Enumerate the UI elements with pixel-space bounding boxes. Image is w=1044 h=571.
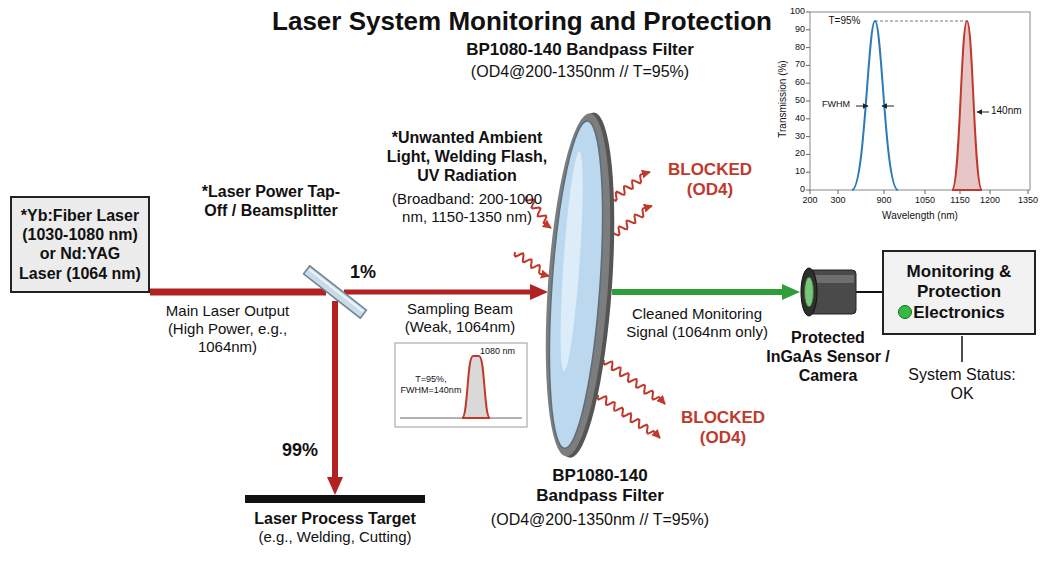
tick-mark (806, 29, 810, 30)
node-heading: Laser Process Target (245, 509, 425, 528)
tick-mark (884, 190, 885, 194)
main-beam (150, 289, 326, 296)
tick-mark (806, 118, 810, 119)
tick-mark (806, 83, 810, 84)
process-beam (332, 301, 338, 477)
status-led (898, 305, 912, 319)
tick-label: 40 (778, 113, 805, 124)
tick-label: 100 (778, 6, 805, 17)
ambient-band: (Broadband: 200-1000 nm, 1150-1350 nm) (382, 190, 552, 226)
radiation-wave (515, 252, 549, 276)
node-heading: Monitoring & Protection Electronics (892, 262, 1026, 323)
filter-name: BP1080-140 Bandpass Filter (515, 466, 685, 507)
tick-mark (806, 136, 810, 137)
tick-mark (960, 190, 961, 194)
tick-label: 20 (778, 148, 805, 159)
tick-mark (925, 190, 926, 194)
inset-note: T=95%, FWHM=140nm (398, 374, 464, 396)
chart-note: 140nm (991, 105, 1031, 117)
tick-mark (806, 65, 810, 66)
split-ratio: 1% (350, 262, 390, 284)
node-heading: *Yb:Fiber Laser (1030-1080 nm) or Nd:YAG… (18, 206, 142, 283)
tick-mark (1028, 190, 1029, 194)
diagram-title: Laser System Monitoring and Protection (0, 6, 1044, 37)
tick-mark (806, 190, 810, 191)
tick-label: 70 (778, 59, 805, 70)
node-subtext: (e.g., Welding, Cutting) (245, 528, 425, 546)
process-target: Laser Process Target(e.g., Welding, Cutt… (245, 495, 425, 546)
tick-mark (810, 190, 811, 194)
status-note: System Status: OK (902, 365, 1022, 403)
bandpass-filter: BP1080-140 Bandpass Filter(OD4@200-1350n… (548, 112, 612, 458)
blocked-note: BLOCKED (OD4) (655, 160, 765, 201)
tick-label: 300 (823, 195, 853, 206)
tick-label: 60 (778, 77, 805, 88)
tick-mark (838, 190, 839, 194)
node-subtext: (OD4@200-1350nm // T=95%) (430, 62, 730, 81)
chart-note: FWHM (822, 99, 856, 110)
ingaas-sensor: Protected InGaAs Sensor / Camera (800, 266, 856, 318)
axis-title: Wavelength (nm) (860, 210, 980, 222)
sensor-lens (800, 266, 856, 318)
beam-label: Sampling Beam (Weak, 1064nm) (385, 300, 535, 336)
tick-label: 10 (778, 166, 805, 177)
ambient-heading: *Unwanted Ambient Light, Welding Flash, … (382, 128, 552, 186)
sampling-beam (344, 290, 530, 295)
tick-label: 50 (778, 95, 805, 106)
electronics-box: Monitoring & Protection Electronics (882, 250, 1036, 335)
tick-label: 1050 (910, 195, 940, 206)
signal-wire (856, 291, 882, 293)
beam-label: Cleaned Monitoring Signal (1064nm only) (622, 305, 772, 341)
blocked-note: BLOCKED (OD4) (668, 408, 778, 449)
beam-label: Main Laser Output (High Power, e.g., 106… (160, 302, 295, 356)
tick-label: 1350 (1013, 195, 1043, 206)
radiation-wave (598, 395, 660, 438)
tick-mark (806, 12, 810, 13)
monitor-beam (612, 289, 782, 295)
radiation-wave (604, 360, 665, 404)
tick-label: 90 (778, 24, 805, 35)
tick-mark (990, 190, 991, 194)
tick-label: 900 (869, 195, 899, 206)
axis-title: Transmission (%) (777, 39, 789, 159)
tick-label: 0 (778, 184, 805, 195)
inset-note: 1080 nm (480, 346, 525, 357)
tick-mark (806, 101, 810, 102)
filter-spec: (OD4@200-1350nm // T=95%) (460, 510, 740, 529)
chart-note: T=95% (822, 15, 867, 27)
tick-mark (806, 47, 810, 48)
beamsplitter: *Laser Power Tap-Off / Beamsplitter (326, 283, 344, 301)
filter-curve-inset (395, 343, 527, 427)
node-heading: Protected InGaAs Sensor / Camera (765, 328, 891, 386)
tick-label: 80 (778, 42, 805, 53)
tick-label: 1150 (945, 195, 975, 206)
tick-label: 30 (778, 131, 805, 142)
target-bar (245, 495, 425, 503)
status-leader (961, 336, 963, 362)
splitter-plate (326, 283, 344, 301)
filter-disc (548, 112, 612, 458)
tick-label: 1200 (975, 195, 1005, 206)
axis-ticks (806, 12, 1028, 194)
node-heading: BP1080-140 Bandpass Filter (430, 40, 730, 60)
node-heading: *Laser Power Tap-Off / Beamsplitter (196, 182, 346, 220)
tick-mark (806, 172, 810, 173)
split-ratio: 99% (282, 440, 327, 462)
tick-label: 200 (795, 195, 825, 206)
tick-mark (806, 154, 810, 155)
transmission-chart (810, 12, 1030, 190)
laser-source-box: *Yb:Fiber Laser (1030-1080 nm) or Nd:YAG… (10, 196, 150, 293)
